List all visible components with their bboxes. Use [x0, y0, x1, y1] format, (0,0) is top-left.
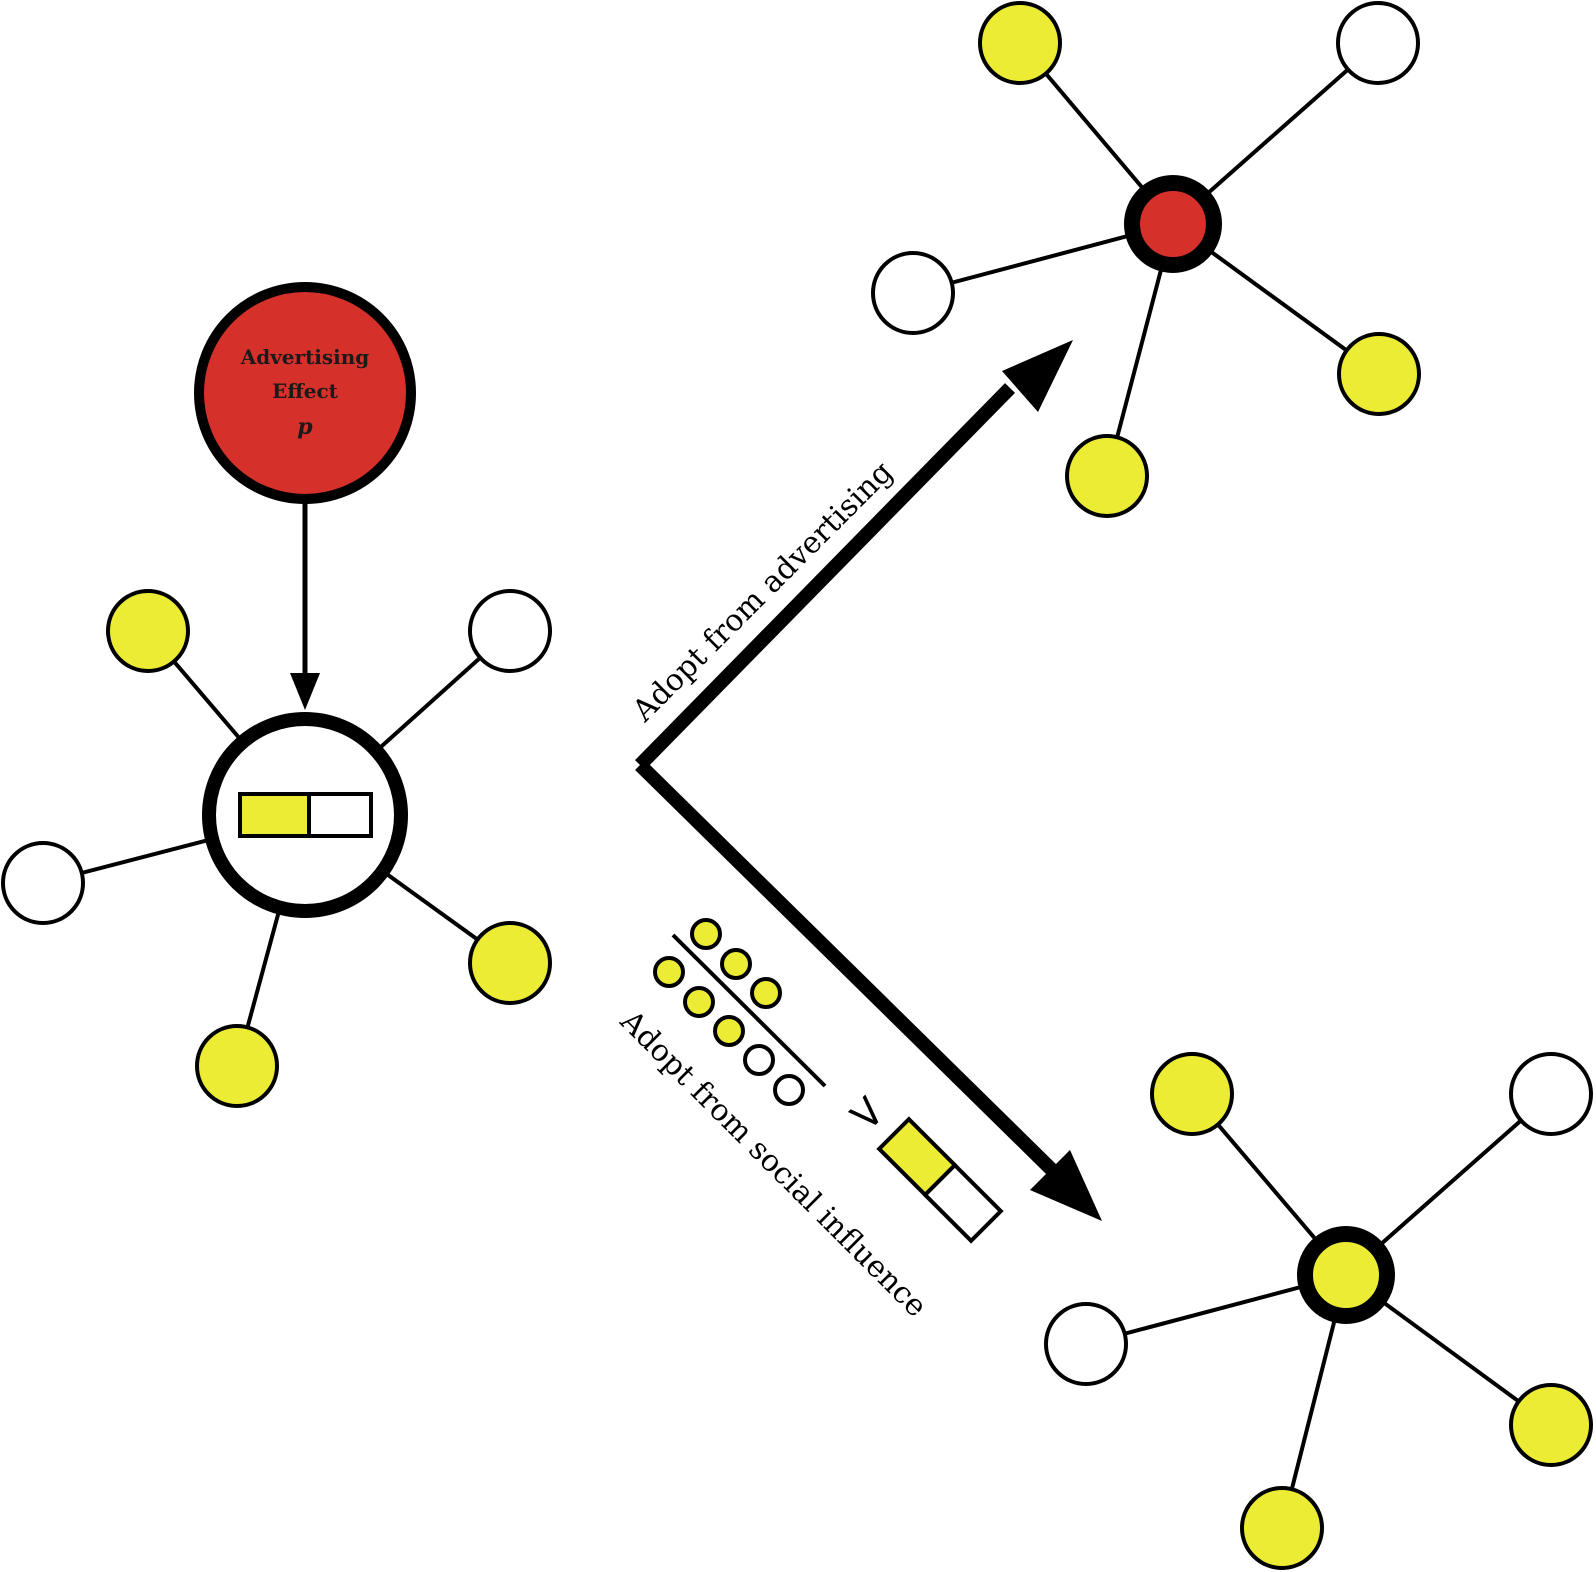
advertising-branch-arrow — [635, 383, 1015, 770]
threshold-empty-part — [922, 1162, 1004, 1244]
advertising-adopter-node — [1124, 175, 1222, 273]
total-count-dot — [773, 1074, 805, 1106]
unadopted-neighbor-node — [1336, 1, 1420, 85]
total-count-dot — [713, 1015, 745, 1047]
total-count-dot — [743, 1044, 775, 1076]
adopted-neighbor-node — [1240, 1486, 1324, 1570]
advertising-branch-arrowhead — [1002, 340, 1073, 412]
threshold-empty-part — [307, 792, 373, 838]
advertising-arrowhead — [290, 673, 320, 710]
adopted-neighbor-node — [1065, 434, 1149, 518]
adopted-count-dot — [690, 918, 722, 950]
unadopted-neighbor-node — [1509, 1052, 1593, 1136]
initial-network — [1, 589, 552, 1108]
social-branch-arrowhead — [1030, 1150, 1102, 1221]
advertising-label-line1: Advertising — [240, 345, 370, 369]
advertising-outcome-network — [871, 1, 1421, 518]
advertising-probability-symbol: p — [297, 414, 313, 440]
adopted-neighbor-node — [1509, 1383, 1593, 1467]
social-path-label: Adopt from social influence — [613, 1003, 934, 1324]
social-adopter-node — [1297, 1226, 1395, 1324]
threshold-bar — [238, 792, 373, 838]
total-count-dot — [683, 986, 715, 1018]
social-branch-arrow — [635, 760, 1057, 1175]
threshold-filled-part — [238, 792, 311, 838]
advertising-path-label: Adopt from advertising — [625, 455, 900, 730]
advertising-label-line2: Effect — [272, 379, 339, 403]
adopted-neighbor-node — [468, 921, 552, 1005]
adopted-neighbor-node — [195, 1024, 279, 1108]
fraction-bar — [671, 933, 827, 1088]
unadopted-neighbor-node — [1044, 1302, 1128, 1386]
adopted-neighbor-node — [978, 1, 1062, 85]
neighbor-fraction-legend — [653, 918, 827, 1106]
adopted-count-dot — [750, 977, 782, 1009]
unadopted-neighbor-node — [871, 251, 955, 335]
unadopted-neighbor-node — [468, 589, 552, 673]
advertising-effect-node: Advertising Effect p — [194, 282, 416, 710]
adopted-neighbor-node — [106, 589, 190, 673]
total-count-dot — [653, 956, 685, 988]
adopted-neighbor-node — [1150, 1052, 1234, 1136]
unadopted-neighbor-node — [1, 841, 85, 925]
branch-arrows — [635, 340, 1102, 1221]
rotated-threshold-bar — [876, 1116, 1004, 1244]
social-outcome-network — [1044, 1052, 1593, 1570]
adopted-count-dot — [720, 948, 752, 980]
adopted-neighbor-node — [1337, 332, 1421, 416]
